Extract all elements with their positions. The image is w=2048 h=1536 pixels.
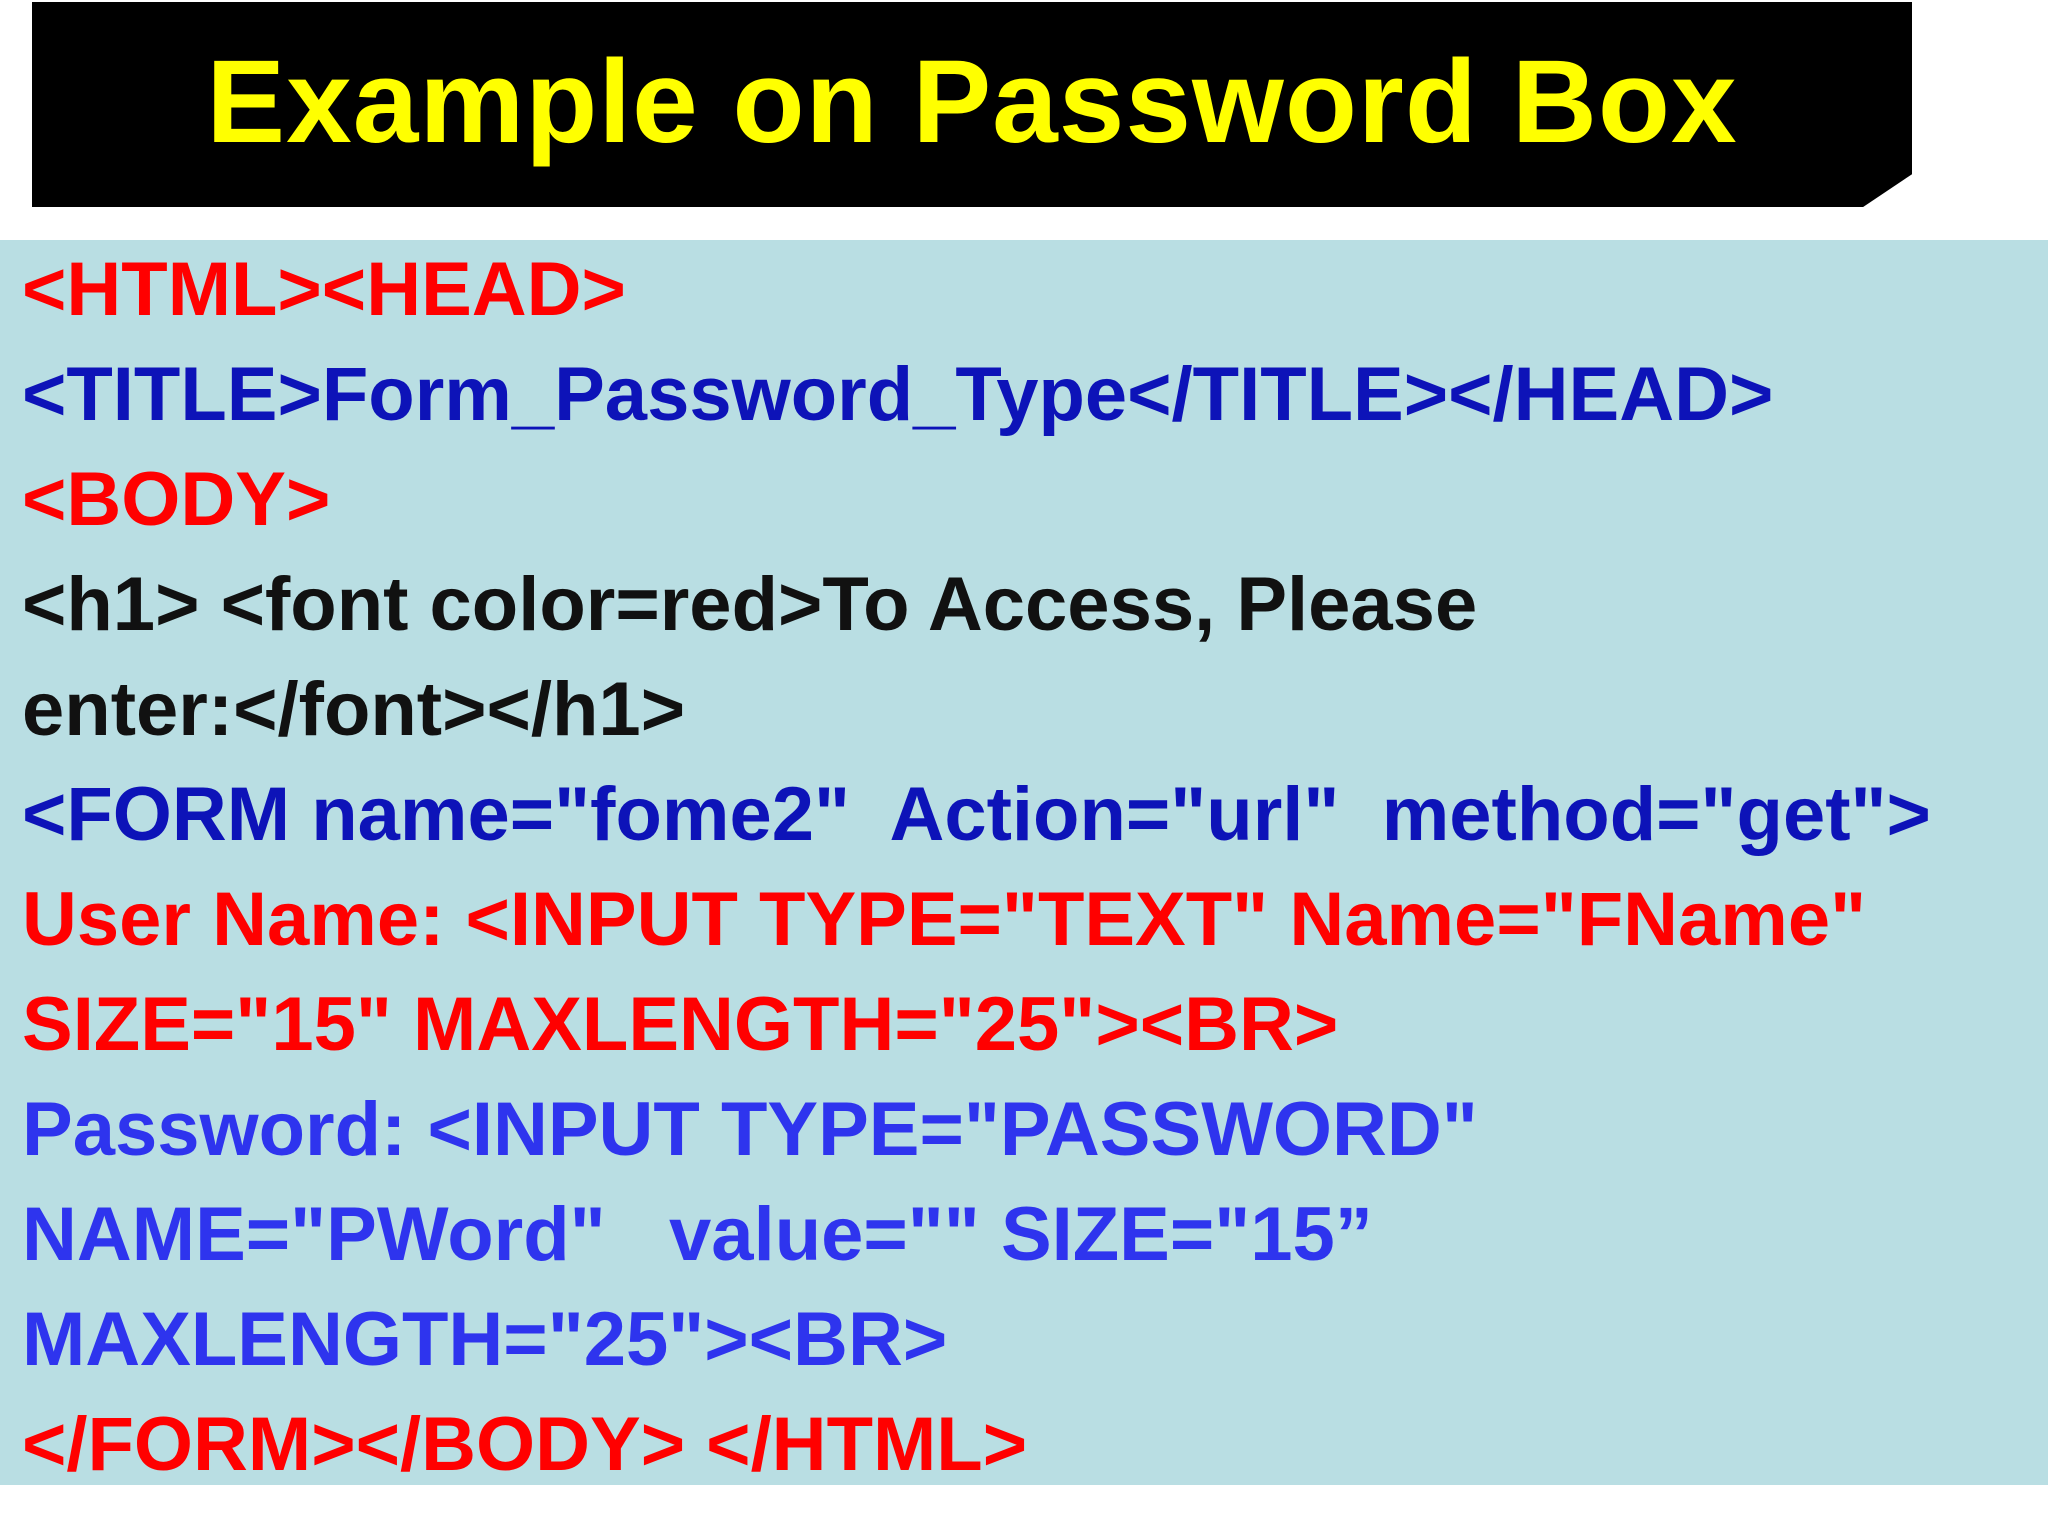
code-line-title: <TITLE>Form_Password_Type</TITLE></HEAD> [22, 352, 1774, 437]
code-line-h1-start: <h1> <font color=red>To Access, Please [22, 562, 1478, 647]
code-line-h1-end: enter:</font></h1> [22, 667, 686, 752]
code-line-body: <BODY> [22, 457, 331, 542]
code-panel [0, 240, 2048, 1485]
code-line-form: <FORM name="fome2" Action="url" method="… [22, 772, 1931, 857]
code-line-password-max: MAXLENGTH="25"><BR> [22, 1297, 948, 1382]
code-line-html-head: <HTML><HEAD> [22, 247, 626, 332]
code-line-username-input: User Name: <INPUT TYPE="TEXT" Name="FNam… [22, 877, 1867, 962]
code-line-closing-tags: </FORM></BODY> </HTML> [22, 1402, 1028, 1487]
code-line-username-size: SIZE="15" MAXLENGTH="25"><BR> [22, 982, 1339, 1067]
slide-title: Example on Password Box [206, 35, 1738, 168]
code-line-password-input: Password: <INPUT TYPE="PASSWORD" [22, 1087, 1478, 1172]
code-line-password-name: NAME="PWord" value="" SIZE="15” [22, 1192, 1373, 1277]
title-banner: Example on Password Box [32, 2, 1912, 207]
